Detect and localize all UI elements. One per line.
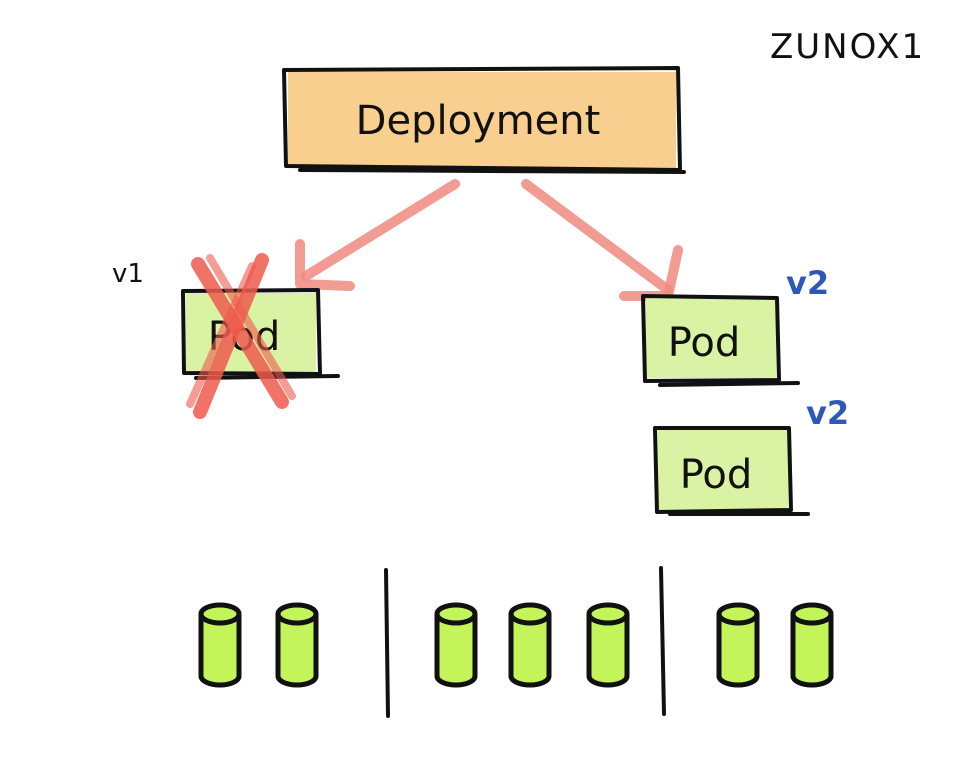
node-cylinder-icon — [275, 602, 319, 688]
pod-v2-b-label: Pod — [680, 452, 753, 498]
pod-v2-a-border — [641, 294, 781, 383]
node-cylinder-icon — [790, 602, 834, 688]
pod-v1-version: v1 — [112, 259, 144, 289]
node-cylinder-icon — [716, 602, 760, 688]
arrow-to-v1-pod — [295, 179, 460, 291]
deployment-shadow-line — [298, 168, 686, 174]
pod-v2-a-shadow-line — [658, 381, 800, 387]
node-cylinders — [198, 602, 834, 688]
arrow-head-left — [295, 239, 355, 291]
deployment-label: Deployment — [356, 98, 601, 144]
arrow-shaft-right — [521, 179, 673, 295]
arrow-to-v2-pod — [521, 179, 683, 301]
pod-v2-b-border — [653, 426, 793, 514]
pod-v2-b: v2 Pod — [653, 394, 849, 516]
deployment-fill — [288, 72, 676, 168]
pod-v2-a-fill — [646, 298, 776, 378]
arrow-shaft-left — [301, 179, 460, 281]
pod-v1-border — [181, 288, 322, 376]
signature: ZUNOX1 — [770, 27, 925, 67]
node-cylinder-icon — [198, 602, 242, 688]
pod-v2-a: v2 Pod — [641, 264, 829, 387]
deployment-box: Deployment — [282, 66, 686, 174]
pod-v2-b-fill — [658, 430, 788, 510]
node-cylinder-icon — [586, 602, 630, 688]
pod-v2-b-version: v2 — [806, 394, 849, 432]
node-divider-right — [659, 566, 666, 716]
removed-cross-icon — [186, 253, 296, 419]
pod-v2-a-version: v2 — [786, 264, 829, 302]
pod-v2-a-label: Pod — [668, 320, 741, 366]
node-divider-left — [384, 568, 390, 718]
node-cylinder-icon — [434, 602, 478, 688]
node-cylinder-icon — [508, 602, 552, 688]
pod-v1: v1 Pod — [112, 253, 340, 419]
